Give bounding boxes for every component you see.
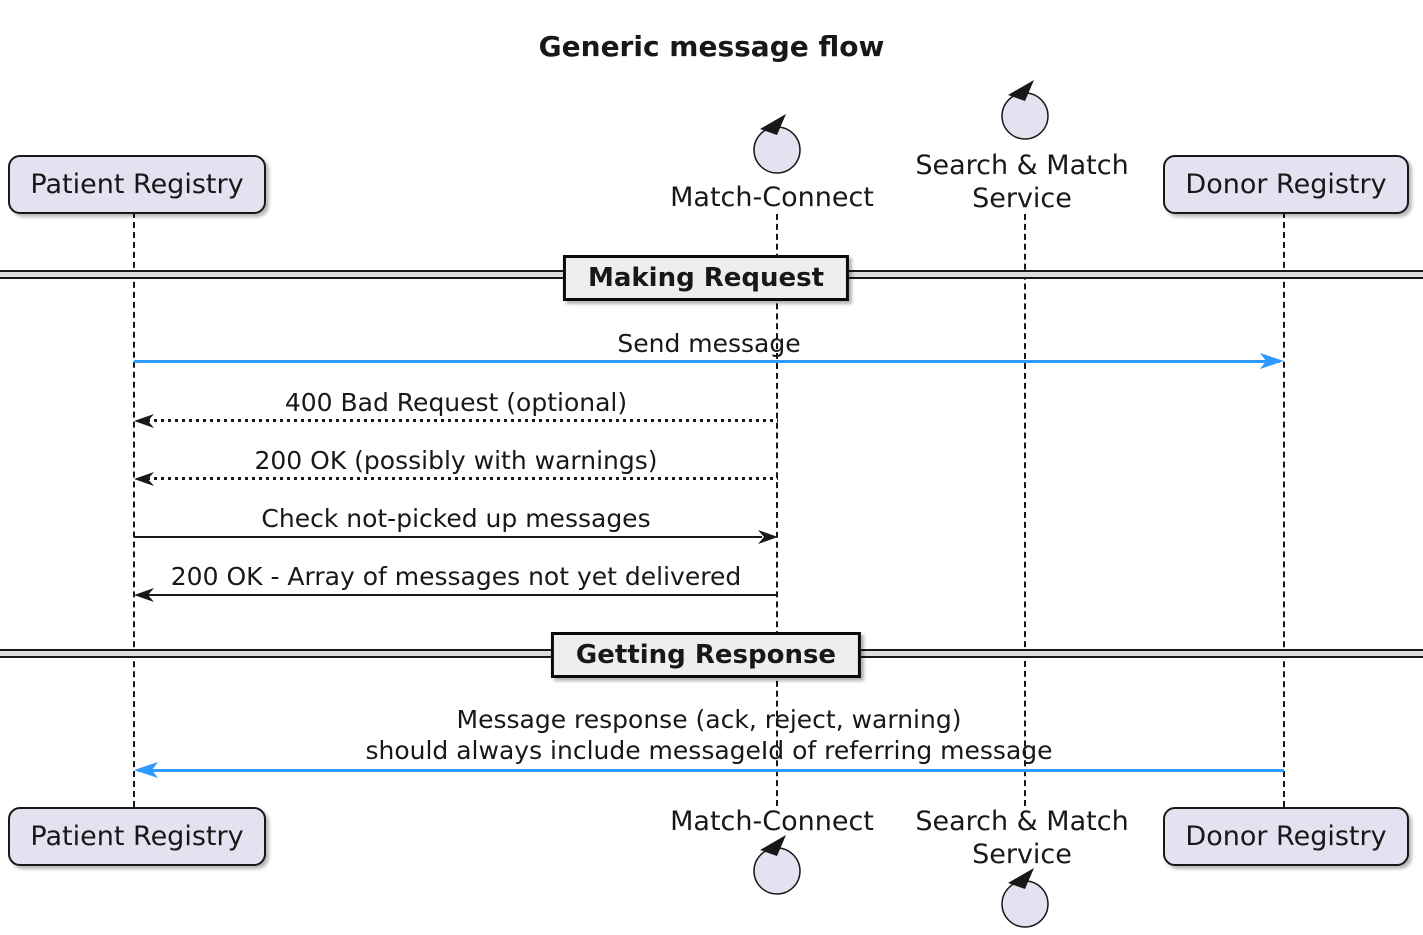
- participant-label-search-match-line2-bottom: Service: [972, 839, 1072, 870]
- message-label-response-line2: should always include messageId of refer…: [365, 736, 1053, 765]
- message-label-200-ok-array: 200 OK - Array of messages not yet deliv…: [170, 562, 742, 591]
- lifeline-patient-registry: [133, 212, 135, 807]
- message-label-200-ok-warnings: 200 OK (possibly with warnings): [254, 446, 658, 475]
- participant-label-match-connect-top: Match-Connect: [670, 182, 874, 213]
- arrow-line-check-messages: [134, 536, 762, 538]
- arrow-line-response: [138, 769, 1284, 772]
- message-label-check-messages: Check not-picked up messages: [261, 504, 651, 533]
- arrowhead-right-icon: [1260, 353, 1284, 369]
- match-connect-control-icon-bottom: [753, 835, 801, 895]
- message-label-send-message: Send message: [617, 329, 801, 358]
- message-label-response: Message response (ack, reject, warning) …: [134, 704, 1284, 766]
- participant-box-patient-registry-bottom: Patient Registry: [8, 807, 266, 866]
- arrow-line-send-message: [134, 360, 1280, 363]
- participant-label-search-match-line1-top: Search & Match: [915, 150, 1129, 181]
- participant-box-donor-registry-bottom: Donor Registry: [1163, 807, 1409, 866]
- participant-box-patient-registry-top: Patient Registry: [8, 155, 266, 214]
- lifeline-search-match-service: [1024, 214, 1026, 806]
- participant-label-patient-registry-top: Patient Registry: [30, 169, 244, 200]
- participant-label-donor-registry-bottom: Donor Registry: [1185, 821, 1387, 852]
- participant-label-match-connect-bottom: Match-Connect: [670, 806, 874, 837]
- arrowhead-left-icon: [134, 414, 154, 428]
- participant-label-search-match-line2-top: Service: [972, 183, 1072, 214]
- lifeline-donor-registry: [1283, 212, 1285, 807]
- arrow-line-200-ok-warnings: [140, 477, 778, 480]
- divider-label-getting-response: Getting Response: [575, 640, 837, 670]
- participant-label-donor-registry-top: Donor Registry: [1185, 169, 1387, 200]
- diagram-title: Generic message flow: [538, 30, 885, 63]
- message-label-400-bad-request: 400 Bad Request (optional): [284, 388, 628, 417]
- match-connect-control-icon-top: [753, 114, 801, 174]
- arrow-line-400-bad-request: [140, 419, 778, 422]
- divider-label-making-request: Making Request: [587, 263, 825, 293]
- participant-box-donor-registry-top: Donor Registry: [1163, 155, 1409, 214]
- arrowhead-left-icon: [134, 762, 158, 778]
- search-match-service-control-icon-top: [1001, 80, 1049, 140]
- arrowhead-right-icon: [758, 530, 778, 544]
- search-match-service-control-icon-bottom: [1001, 868, 1049, 928]
- divider-getting-response: Getting Response: [550, 632, 862, 678]
- participant-label-patient-registry-bottom: Patient Registry: [30, 821, 244, 852]
- divider-making-request: Making Request: [562, 255, 850, 301]
- arrow-line-200-ok-array: [148, 594, 778, 596]
- message-label-response-line1: Message response (ack, reject, warning): [456, 705, 962, 734]
- arrowhead-left-icon: [134, 588, 154, 602]
- participant-label-search-match-line1-bottom: Search & Match: [915, 806, 1129, 837]
- arrowhead-left-icon: [134, 472, 154, 486]
- lifeline-match-connect: [776, 214, 778, 806]
